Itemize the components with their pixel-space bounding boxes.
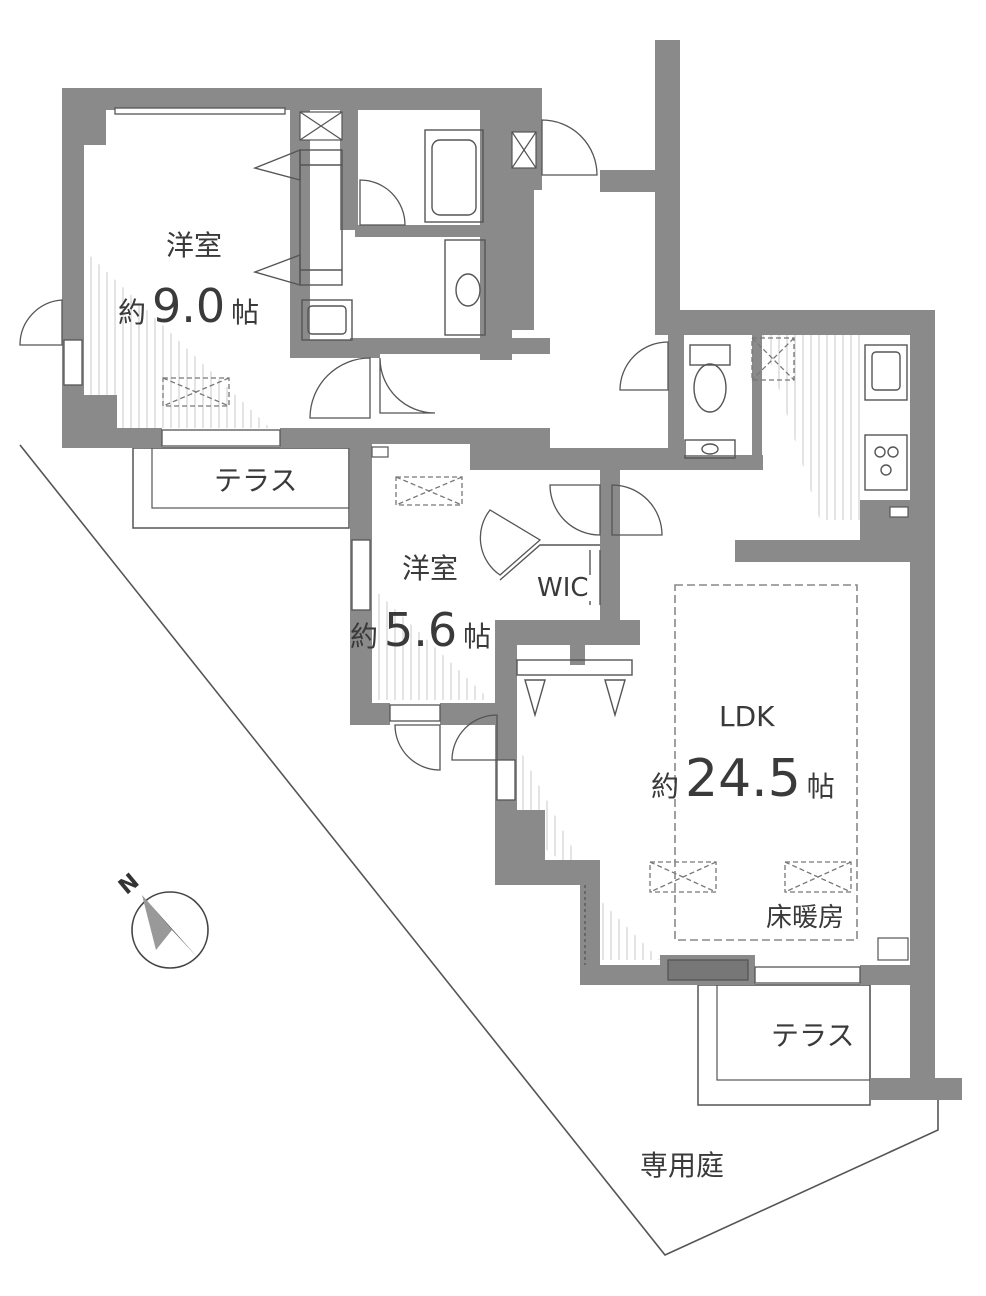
room1-size-unit: 帖 bbox=[231, 296, 260, 329]
room2-hatch bbox=[375, 590, 490, 700]
vent-boxes bbox=[299, 111, 909, 961]
doors bbox=[19, 119, 669, 965]
floor-heating-label: 床暖房 bbox=[763, 905, 848, 931]
room1-label: 洋室 bbox=[166, 229, 223, 262]
terrace-lower-inner bbox=[716, 984, 871, 1081]
compass bbox=[131, 891, 209, 969]
kitchen-hatch bbox=[762, 335, 860, 520]
room1-hatch bbox=[84, 250, 270, 428]
ldk-size-value: 24.5 bbox=[685, 749, 801, 809]
ceiling-vents bbox=[162, 337, 858, 941]
room2-size-value: 5.6 bbox=[384, 603, 458, 657]
compass-needle-icon bbox=[142, 895, 198, 958]
private-garden-label: 専用庭 bbox=[640, 1149, 725, 1182]
room2-label: 洋室 bbox=[402, 552, 459, 585]
ldk-label: LDK bbox=[719, 700, 775, 733]
fixtures bbox=[252, 129, 908, 718]
ldk-size: 約 24.5 帖 bbox=[651, 753, 835, 805]
private-garden-outline bbox=[19, 444, 939, 1256]
terrace-upper-label: テラス bbox=[214, 464, 298, 497]
room2-size-prefix: 約 bbox=[350, 620, 379, 653]
wic-label: WIC bbox=[535, 573, 591, 603]
room2-size: 約 5.6 帖 bbox=[350, 607, 491, 653]
room1-size: 約 9.0 帖 bbox=[118, 283, 259, 329]
ldk-size-unit: 帖 bbox=[806, 770, 835, 803]
windows bbox=[63, 107, 861, 984]
room1-size-value: 9.0 bbox=[152, 279, 226, 333]
terrace-lower-label: テラス bbox=[771, 1019, 855, 1052]
room2-size-unit: 帖 bbox=[463, 620, 492, 653]
ldk-size-prefix: 約 bbox=[651, 770, 680, 803]
room1-size-prefix: 約 bbox=[118, 296, 147, 329]
terrace-upper-inner bbox=[151, 447, 350, 509]
